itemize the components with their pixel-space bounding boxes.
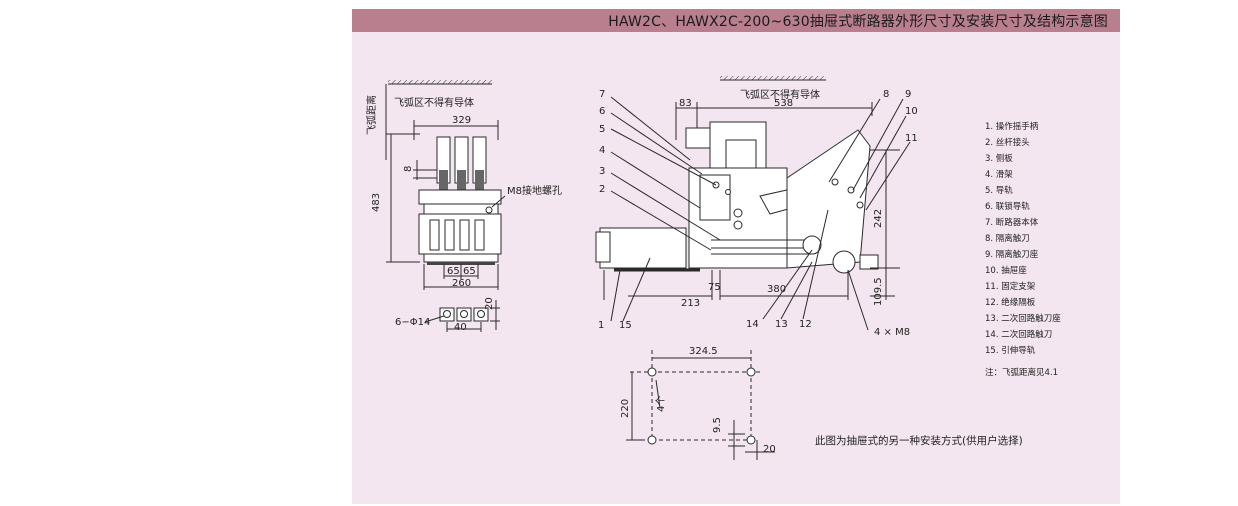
dim-20-foot: 20 (484, 297, 495, 310)
dim-380: 380 (767, 284, 786, 295)
dim-483: 483 (371, 193, 382, 212)
callout-7: 7 (599, 89, 605, 100)
callout-4: 4 (599, 145, 605, 156)
dim-20-mount: 20 (763, 444, 776, 455)
legend-item: 8. 隔离触刀 (985, 234, 1030, 244)
dim-40: 40 (454, 322, 467, 333)
legend-item: 9. 隔离触刀座 (985, 250, 1039, 260)
page-title: HAW2C、HAWX2C-200~630抽屉式断路器外形尺寸及安装尺寸及结构示意… (608, 14, 1108, 30)
arc-zone-label-front: 飞弧区不得有导体 (394, 96, 474, 109)
arc-zone-hatch-side (720, 76, 826, 80)
arc-zone-hatch (388, 80, 492, 84)
callout-1: 1 (598, 320, 604, 331)
title-bar: HAW2C、HAWX2C-200~630抽屉式断路器外形尺寸及安装尺寸及结构示意… (352, 9, 1120, 32)
dim-213: 213 (681, 298, 700, 309)
callout-6: 6 (599, 106, 605, 117)
callout-12: 12 (799, 319, 812, 330)
holes-label: 6−Φ14 (395, 317, 430, 328)
legend-item: 7. 断路器本体 (985, 218, 1039, 228)
dim-260: 260 (452, 278, 471, 289)
dim-220: 220 (620, 399, 631, 418)
callout-5: 5 (599, 124, 605, 135)
legend-item: 1. 操作摇手柄 (985, 122, 1039, 132)
legend-item: 15. 引伸导轨 (985, 346, 1036, 356)
dim-109-5: 109.5 (873, 277, 884, 306)
front-view (385, 80, 506, 290)
dim-9-5: 9.5 (712, 417, 723, 433)
callout-3: 3 (599, 166, 605, 177)
side-view (595, 76, 911, 331)
legend-item: 2. 丝杆接头 (985, 138, 1030, 148)
legend-item: 4. 滑架 (985, 170, 1013, 180)
callout-14: 14 (746, 319, 759, 330)
dim-324-5: 324.5 (689, 346, 718, 357)
legend-note: 注：飞弧距离见4.1 (985, 368, 1059, 378)
bolts-label: 4 × M8 (874, 327, 910, 338)
legend: 1. 操作摇手柄 2. 丝杆接头 3. 侧板 4. 滑架 5. 导轨 6. 联锁… (985, 119, 1115, 381)
ground-hole-label: M8接地螺孔 (507, 184, 562, 197)
dim-65-a: 65 (447, 266, 460, 277)
dim-65-b: 65 (463, 266, 476, 277)
foot-detail (424, 300, 500, 332)
dim-8: 8 (403, 166, 414, 172)
legend-item: 10. 抽屉座 (985, 266, 1027, 276)
dim-242: 242 (873, 209, 884, 228)
legend-item: 12. 绝缘隔板 (985, 298, 1036, 308)
legend-item: 5. 导轨 (985, 186, 1013, 196)
callout-2: 2 (599, 184, 605, 195)
legend-item: 11. 固定支架 (985, 282, 1036, 292)
callout-10: 10 (905, 106, 918, 117)
callout-8: 8 (883, 89, 889, 100)
callout-11: 11 (905, 133, 918, 144)
legend-item: 6. 联锁导轨 (985, 202, 1030, 212)
dim-83: 83 (679, 98, 692, 109)
legend-item: 13. 二次回路触刀座 (985, 314, 1061, 324)
mount-note: 此图为抽屉式的另一种安装方式(供用户选择) (815, 435, 1023, 447)
callout-13: 13 (775, 319, 788, 330)
legend-item: 3. 侧板 (985, 154, 1013, 164)
dim-329: 329 (452, 115, 471, 126)
dim-75: 75 (708, 282, 721, 293)
arc-distance-label: 飞弧距离 (365, 95, 378, 135)
dim-538: 538 (774, 98, 793, 109)
mount-plan (626, 350, 775, 460)
arc-zone-label-side: 飞弧区不得有导体 (740, 88, 820, 101)
legend-item: 14. 二次回路触刀 (985, 330, 1053, 340)
callout-15: 15 (619, 320, 632, 331)
count-label: 4个 (655, 396, 667, 412)
callout-9: 9 (905, 89, 911, 100)
